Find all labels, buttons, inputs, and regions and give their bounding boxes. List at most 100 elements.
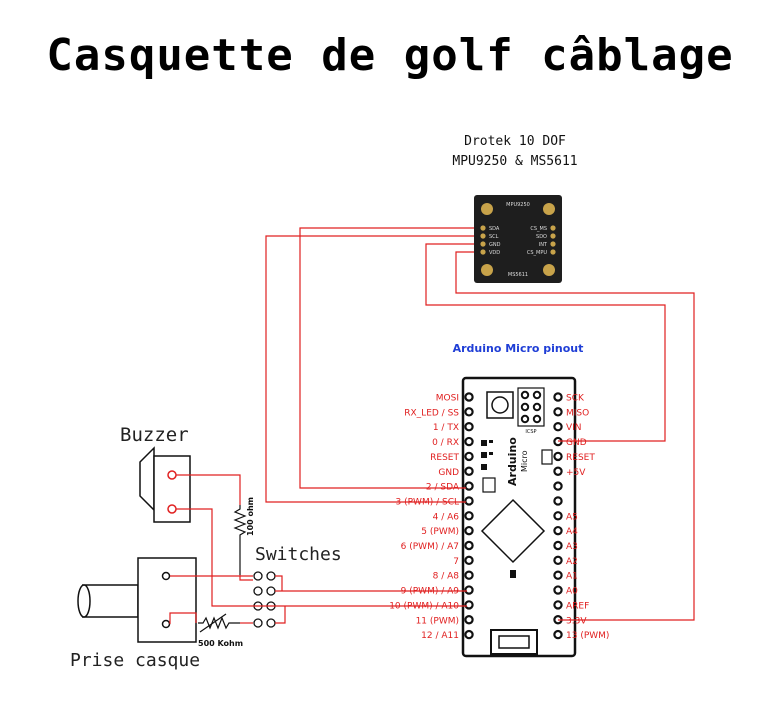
arduino-left-pin-label: RX_LED / SS [404, 408, 459, 418]
resistor-500-icon [198, 616, 240, 630]
sensor-pin-label: SCL [489, 234, 499, 240]
smd-part [481, 464, 487, 470]
wire-vdd [455, 251, 695, 621]
board-text-micro: Micro [520, 450, 529, 472]
arduino-pin-hole [553, 555, 563, 566]
sensor-pin-label: VDD [489, 250, 500, 256]
arduino-pin-hole [464, 466, 474, 476]
arduino-pin-hole [464, 422, 474, 432]
wire-switch-bridge-2 [275, 606, 286, 624]
board-text-arduino: Arduino [506, 437, 519, 486]
arduino-pin-hole [464, 555, 474, 566]
arduino-pin-hole [464, 511, 474, 521]
arduino-left-pin-label: 6 (PWM) / A7 [401, 542, 459, 552]
arduino-pin-hole [464, 451, 474, 462]
arduino-right-pin-label: A0 [566, 587, 578, 597]
switch-terminal [253, 571, 263, 581]
sensor-top-label: MPU9250 [506, 202, 530, 208]
arduino-left-pin-label: 7 [453, 557, 459, 567]
buzzer-terminal [167, 470, 177, 480]
arduino-pin-hole [553, 511, 563, 521]
arduino-pin-hole [553, 481, 563, 491]
arduino-left-pin-label: 11 (PWM) [416, 616, 459, 626]
sensor-pin-dot [480, 241, 486, 247]
sensor-pin-dot [480, 233, 486, 239]
arduino-left-pin-label: 0 / RX [432, 438, 459, 448]
switch-terminal [266, 571, 276, 581]
page-title: Casquette de golf câblage [46, 30, 734, 81]
sensor-pin-label: CS_MS [530, 226, 547, 232]
wire-jack-b [169, 612, 197, 624]
arduino-right-pin-label: AREF [566, 601, 589, 611]
arduino-pin-hole [464, 481, 474, 491]
arduino-pin-hole [464, 540, 474, 551]
switches-label: Switches [255, 544, 342, 565]
smd-part [489, 452, 493, 455]
sensor-pin-label: CS_MPU [527, 250, 547, 256]
smd-part [541, 449, 553, 465]
arduino-pin-hole [464, 600, 474, 610]
sensor-name-line2: MPU9250 & MS5611 [452, 154, 578, 169]
arduino-right-pin-label: SCK [566, 394, 585, 404]
smd-part [510, 570, 516, 578]
arduino-pin-hole [553, 496, 563, 506]
sensor-board-body [474, 195, 562, 283]
wire-sda [299, 227, 474, 489]
sensor-pin-dot [550, 233, 556, 239]
buzzer-horn-icon [139, 446, 155, 512]
wire-gnd [425, 243, 666, 442]
arduino-right-pin-label: GND [566, 438, 587, 448]
sensor-bottom-label: MS5611 [508, 272, 528, 278]
sensor-pin-label: GND [489, 242, 501, 248]
arduino-left-pin-label: 12 / A11 [421, 631, 459, 641]
jack-terminal [161, 619, 171, 629]
arduino-pin-hole [553, 466, 563, 476]
arduino-right-pin-label: VIN [566, 423, 582, 433]
resistor-100-icon [233, 505, 247, 575]
arduino-right-pin-label: A2 [566, 557, 578, 567]
arduino-right-pin-label: A4 [566, 527, 578, 537]
sensor-pin-dot [480, 249, 486, 255]
arduino-pin-hole [553, 392, 563, 402]
sensor-mount-hole [543, 203, 555, 215]
arduino-pin-hole [464, 585, 474, 595]
sensor-pin-label: SDA [489, 226, 500, 232]
buzzer-terminal [167, 504, 177, 514]
sensor-mount-hole [481, 264, 493, 276]
wire-buzzer-a [176, 474, 241, 505]
arduino-right-pin-label: 13 (PWM) [566, 631, 609, 641]
sensor-pin-label: INT [539, 242, 548, 248]
arduino-pin-hole [553, 451, 563, 462]
potentiometer-arrow-icon [199, 613, 227, 633]
arduino-right-pin-label: RESET [566, 453, 595, 463]
arduino-pin-hole [464, 570, 474, 580]
sensor-pin-dot [550, 225, 556, 231]
arduino-right-pin-label: A3 [566, 542, 578, 552]
icsp-header [517, 387, 545, 427]
sensor-pin-dot [550, 249, 556, 255]
arduino-pin-hole [553, 600, 563, 610]
arduino-left-pin-label: GND [438, 468, 459, 478]
mcu-chip [480, 498, 546, 564]
resistor-100-label: 100 ohm [246, 497, 255, 536]
sensor-mount-hole [481, 203, 493, 215]
switch-terminal [266, 618, 276, 628]
arduino-right-pin-label: +5V [566, 468, 586, 478]
arduino-pin-hole [553, 407, 563, 417]
arduino-left-pin-label: 5 (PWM) [421, 527, 459, 537]
arduino-pin-hole [464, 525, 474, 536]
jack-plug-end [77, 584, 91, 618]
arduino-right-pin-label: A1 [566, 572, 578, 582]
arduino-pin-hole [553, 585, 563, 595]
arduino-left-pin-label: MOSI [436, 394, 459, 404]
arduino-right-pin-label: 3.3V [566, 616, 587, 626]
wire-buzzer-b [176, 508, 467, 607]
arduino-pin-hole [464, 615, 474, 625]
arduino-pin-hole [553, 540, 563, 551]
arduino-pin-hole [553, 422, 563, 432]
sensor-name-line1: Drotek 10 DOF [464, 134, 566, 149]
wire-resistor-switch [239, 575, 253, 581]
smd-part [481, 452, 487, 458]
sensor-mount-hole [543, 264, 555, 276]
